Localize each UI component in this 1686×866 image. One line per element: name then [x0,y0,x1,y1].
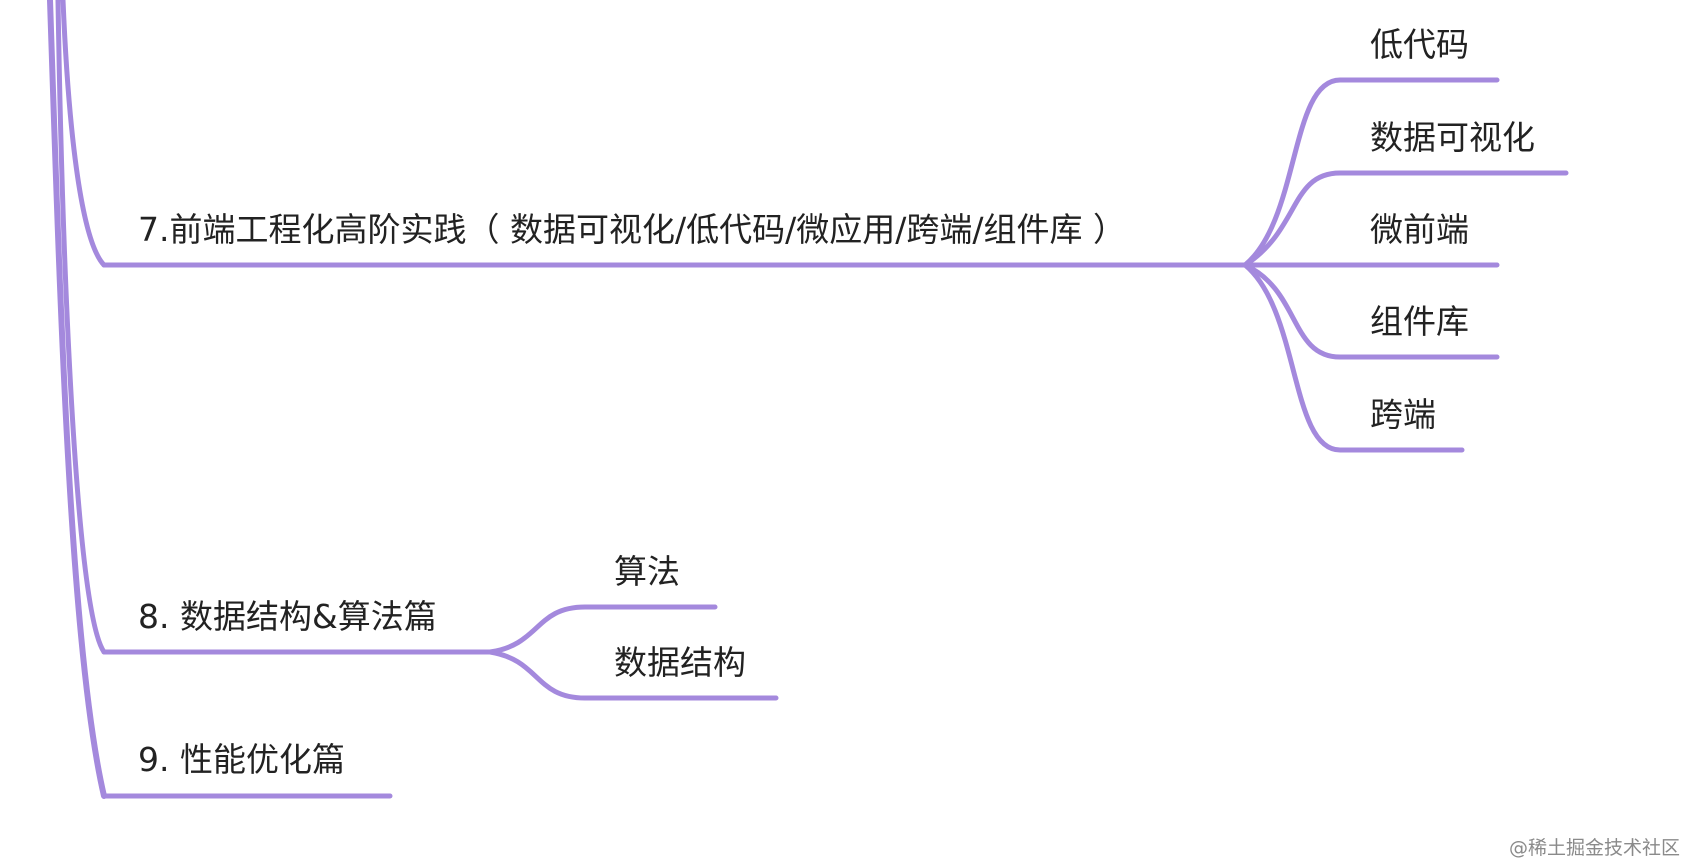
trunk-branch-8 [55,0,107,655]
node-7-child-data-visualization[interactable]: 数据可视化 [1370,118,1535,157]
node-7-child-low-code[interactable]: 低代码 [1370,25,1469,64]
connector-8-1 [487,604,718,655]
node-7-child-cross-platform[interactable]: 跨端 [1370,395,1436,434]
connector-8-2 [487,649,779,701]
connector-7-1 [1242,77,1500,268]
node-8-child-data-structure[interactable]: 数据结构 [614,643,746,682]
connector-7-4 [1242,262,1500,360]
watermark-text: @稀土掘金技术社区 [1508,837,1680,859]
node-7-child-component-library[interactable]: 组件库 [1370,302,1469,341]
node-7-label[interactable]: 7.前端工程化高阶实践（ 数据可视化/低代码/微应用/跨端/组件库 ） [138,210,1126,249]
node-8-child-algorithm[interactable]: 算法 [614,552,680,591]
trunk-branch-7 [60,0,107,268]
node-9-label[interactable]: 9. 性能优化篇 [138,740,345,779]
node-7-child-micro-frontend[interactable]: 微前端 [1370,210,1469,249]
connector-7-2 [1242,170,1569,268]
trunk-branch-outer [47,0,107,799]
node-8-label[interactable]: 8. 数据结构&算法篇 [138,597,437,636]
connector-7-5 [1242,262,1465,453]
